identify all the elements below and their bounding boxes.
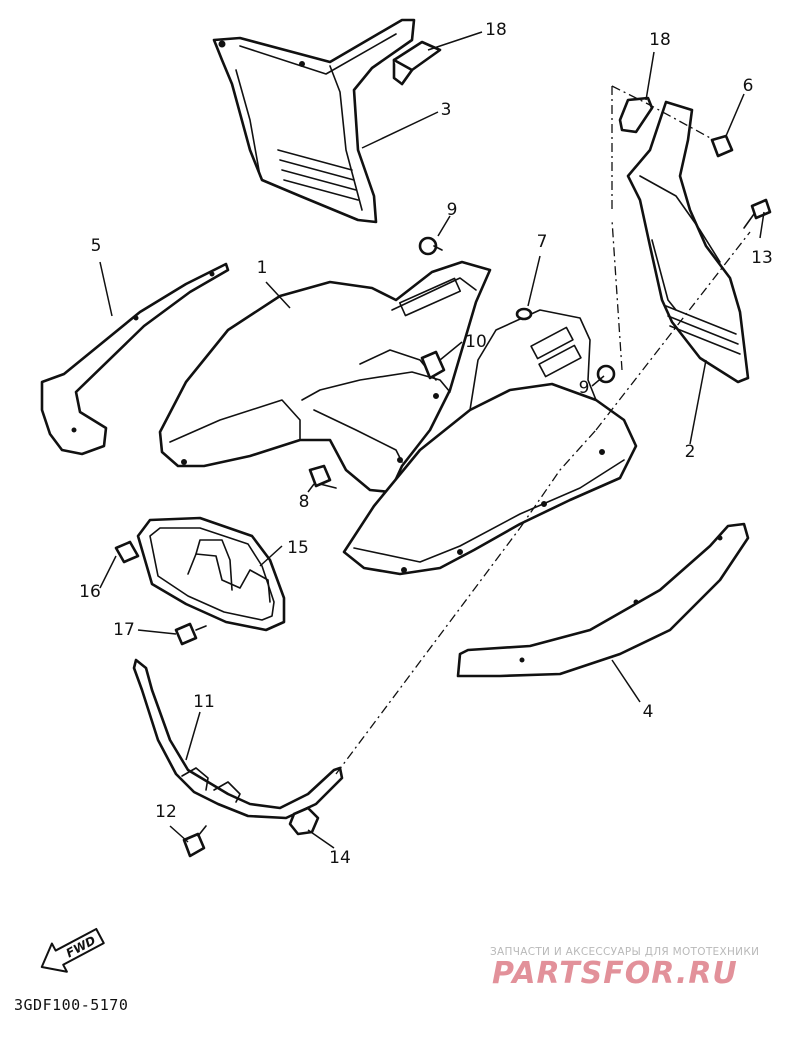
callout-15: 15	[287, 538, 309, 558]
fwd-arrow: FWD	[40, 927, 105, 973]
callout-5: 5	[91, 236, 102, 256]
part-18-pad-right	[618, 96, 654, 134]
callout-13: 13	[751, 248, 773, 268]
callout-7: 7	[537, 232, 548, 252]
callout-9: 9	[447, 200, 458, 220]
callout-18: 18	[485, 20, 507, 40]
callout-3: 3	[441, 100, 452, 120]
watermark-tagline: ЗАПЧАСТИ И АКСЕССУАРЫ ДЛЯ МОТОТЕХНИКИ	[490, 946, 760, 958]
callout-11: 11	[193, 692, 215, 712]
callout-6: 6	[743, 76, 754, 96]
callout-4: 4	[643, 702, 654, 722]
leader-lines	[99, 31, 765, 849]
part-5-left-strip	[40, 262, 230, 456]
part-2-right-side-cover	[626, 100, 750, 384]
callout-1: 1	[257, 258, 268, 278]
part-3-left-side-cover	[212, 18, 416, 224]
diagram-code: 3GDF100-5170	[14, 996, 129, 1014]
callout-12: 12	[155, 802, 177, 822]
part-11-stay	[132, 658, 344, 820]
assembly-lines	[335, 85, 751, 775]
callout-8: 8	[299, 492, 310, 512]
callout-2: 2	[685, 442, 696, 462]
callout-10: 10	[465, 332, 487, 352]
callout-17: 17	[113, 620, 135, 640]
part-4-right-strip	[456, 522, 750, 678]
callouts: 18 3 18 6 9 7 13 5 1 10 9 2 8 15 16 17 4…	[79, 20, 773, 868]
callout-18: 18	[649, 30, 671, 50]
callout-14: 14	[329, 848, 351, 868]
rear-fender	[342, 309, 638, 576]
part-18-pad-left	[392, 40, 442, 86]
callout-9: 9	[579, 378, 590, 398]
watermark-logo: PARTSFOR.RU	[492, 956, 738, 991]
part-15-bracket	[136, 516, 286, 632]
part-1-front-fender	[158, 260, 492, 494]
callout-16: 16	[79, 582, 101, 602]
